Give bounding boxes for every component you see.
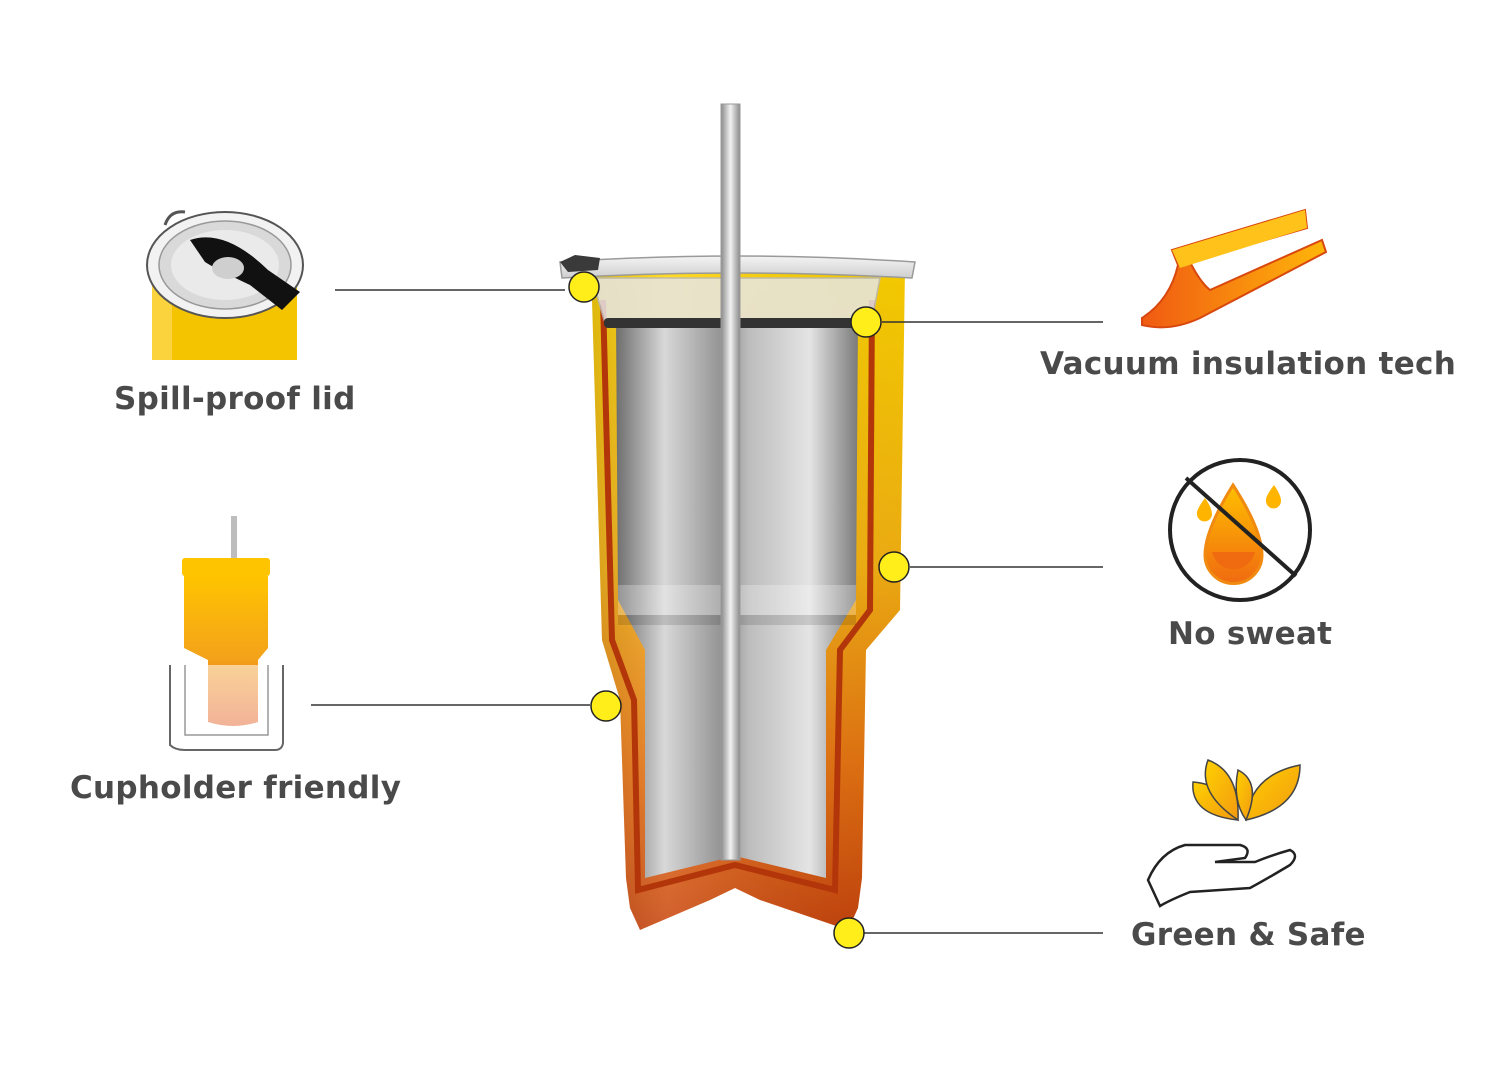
tumbler-lid-icon: [146, 210, 304, 360]
callout-vacuum: [850, 306, 1103, 338]
callout-lid: [335, 271, 600, 303]
feature-label-green-safe: Green & Safe: [1131, 917, 1366, 953]
callout-dot: [850, 306, 882, 338]
callout-dot: [568, 271, 600, 303]
callout-no-sweat: [878, 551, 1103, 583]
straw: [720, 103, 741, 861]
feature-label-no-sweat: No sweat: [1168, 616, 1333, 652]
callout-dot: [878, 551, 910, 583]
cupholder-icon: [169, 516, 284, 751]
tumbler-cutaway: [559, 103, 916, 930]
no-condensation-icon: [1168, 458, 1312, 602]
callout-green: [833, 917, 1103, 949]
callout-cupholder: [311, 690, 622, 722]
tumbler-wall-section: [600, 299, 875, 894]
callout-dot: [590, 690, 622, 722]
feature-label-cupholder: Cupholder friendly: [70, 770, 402, 806]
insulation-layer-icon: [1141, 208, 1328, 329]
feature-label-spill-proof: Spill-proof lid: [114, 381, 356, 417]
callout-dot: [833, 917, 865, 949]
feature-label-vacuum: Vacuum insulation tech: [1040, 346, 1457, 382]
leaves-in-hand-icon: [1146, 759, 1301, 908]
